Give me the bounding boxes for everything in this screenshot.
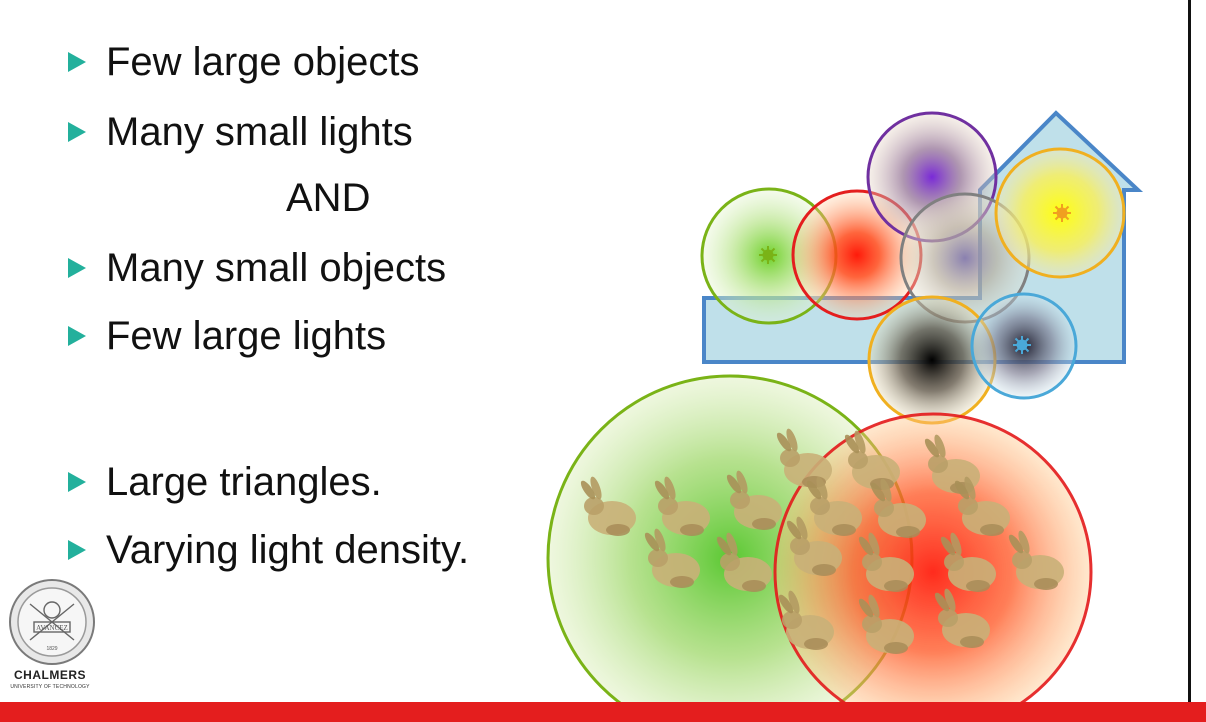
triangle-right-icon <box>68 52 86 72</box>
logo-name: CHALMERS <box>14 668 86 682</box>
bullet-list: Few large objects Many small lights AND … <box>0 0 560 620</box>
bullet-item: Few large objects <box>68 42 419 82</box>
slide-right-border <box>1188 0 1191 704</box>
logo-seal-text: AVANCEZ <box>36 624 68 632</box>
bullet-text: Many small lights <box>106 110 413 154</box>
bullet-item: Many small lights <box>68 112 413 152</box>
sun-icon <box>1012 335 1032 355</box>
triangle-right-icon <box>68 326 86 346</box>
bullet-text: Few large lights <box>106 314 387 358</box>
logo-seal-year: 1829 <box>46 646 57 652</box>
large-light-red <box>773 412 1093 722</box>
bullet-item: Few large lights <box>68 316 386 356</box>
conjunction-text: AND <box>286 176 371 220</box>
bullet-item: Many small objects <box>68 248 446 288</box>
triangle-right-icon <box>68 258 86 278</box>
bullet-text: Many small objects <box>106 246 447 290</box>
footer-bar <box>0 702 1206 722</box>
bullet-text: Varying light density. <box>106 528 470 572</box>
triangle-right-icon <box>68 122 86 142</box>
bullet-item: Large triangles. <box>68 462 382 502</box>
bullet-item: Varying light density. <box>68 530 469 570</box>
triangle-right-icon <box>68 472 86 492</box>
triangle-right-icon <box>68 540 86 560</box>
bullet-text: Large triangles. <box>106 460 382 504</box>
chalmers-logo: AVANCEZ 1829 <box>9 579 95 665</box>
logo-subtitle: UNIVERSITY OF TECHNOLOGY <box>10 684 90 690</box>
bullet-text: Few large objects <box>106 40 420 84</box>
sun-icon <box>1052 203 1072 223</box>
sun-icon <box>758 245 778 265</box>
